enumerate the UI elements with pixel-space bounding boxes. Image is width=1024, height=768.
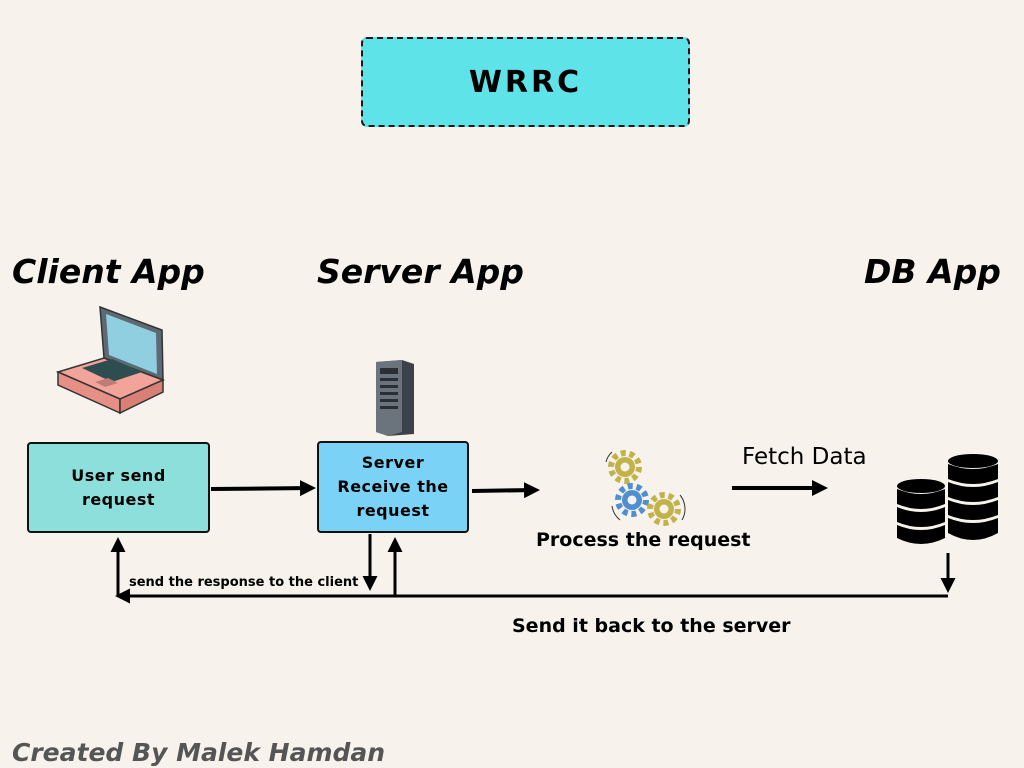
fetch-data-label: Fetch Data bbox=[742, 444, 867, 470]
client-request-box: User send request bbox=[27, 442, 210, 533]
title-box: WRRC bbox=[361, 37, 690, 127]
server-box-line-1: Server bbox=[361, 453, 425, 472]
database-icon bbox=[897, 454, 998, 544]
server-box-line-2: Receive the bbox=[337, 477, 449, 496]
server-to-process-arrow bbox=[471, 482, 540, 499]
laptop-icon bbox=[55, 305, 165, 415]
diagram-title: WRRC bbox=[468, 64, 583, 100]
server-app-heading: Server App bbox=[317, 252, 524, 291]
server-box-line-3: request bbox=[356, 501, 430, 520]
credit-text: Created By Malek Hamdan bbox=[12, 738, 386, 767]
send-back-label: Send it back to the server bbox=[512, 615, 791, 637]
db-app-heading: DB App bbox=[864, 252, 1001, 291]
client-app-heading: Client App bbox=[12, 252, 205, 291]
client-box-line-2: request bbox=[81, 489, 156, 509]
server-receive-box: Server Receive the request bbox=[317, 441, 469, 533]
gears-icon bbox=[605, 450, 686, 526]
client-to-server-arrow bbox=[210, 480, 316, 497]
server-tower-icon bbox=[376, 360, 414, 436]
response-to-client-label: send the response to the client bbox=[129, 575, 359, 590]
client-box-line-1: User send bbox=[71, 465, 166, 485]
process-request-label: Process the request bbox=[536, 529, 751, 551]
